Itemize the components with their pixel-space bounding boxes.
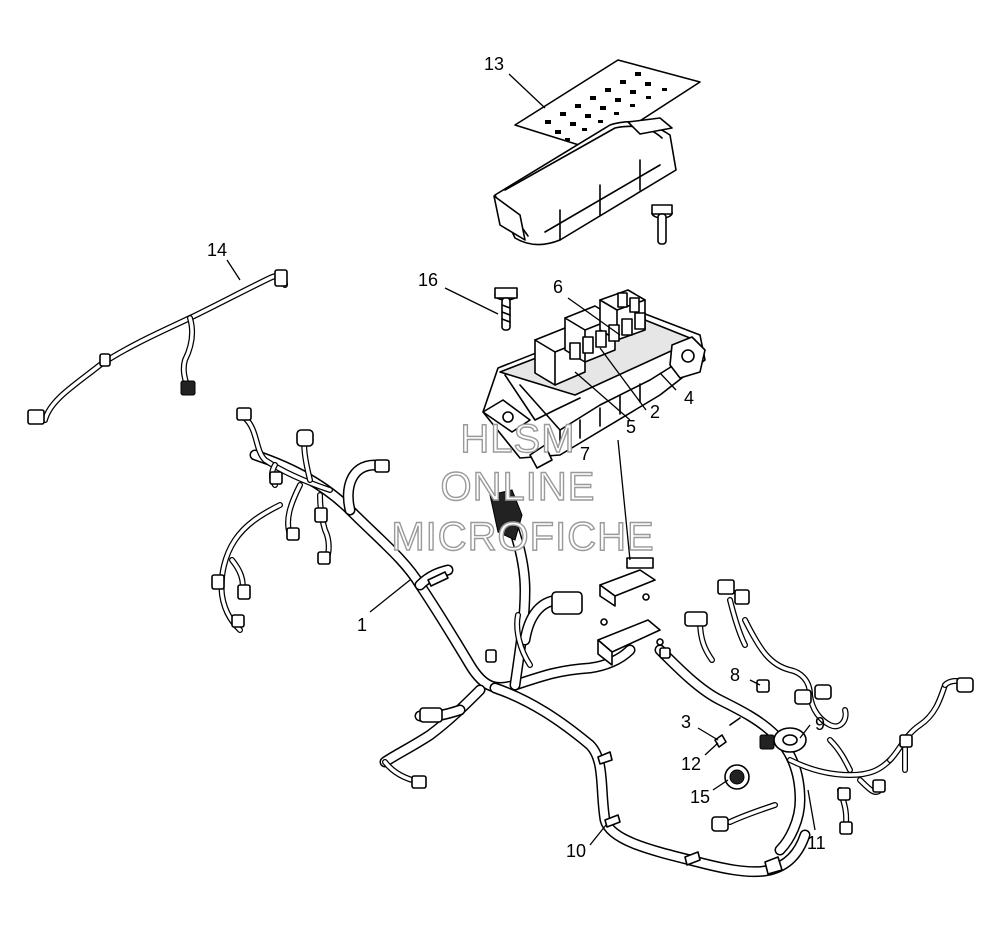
callout-10: 10 [566, 841, 586, 861]
callout-9: 9 [815, 714, 825, 734]
callout-8: 8 [730, 665, 740, 685]
callout-labels: 13 14 16 6 4 2 5 7 1 8 9 3 12 15 10 11 [207, 54, 826, 861]
callout-12: 12 [681, 754, 701, 774]
callout-3: 3 [681, 712, 691, 732]
callout-16: 16 [418, 270, 438, 290]
callout-6: 6 [553, 277, 563, 297]
callout-1: 1 [357, 615, 367, 635]
watermark-line-2: ONLINE [441, 465, 596, 509]
watermark-line-3: MICROFICHE [391, 515, 654, 559]
fuse-label-sheet [514, 59, 701, 151]
fuse-box-cover [493, 117, 677, 246]
callout-13: 13 [484, 54, 504, 74]
callout-14: 14 [207, 240, 227, 260]
callout-7: 7 [580, 444, 590, 464]
callout-5: 5 [626, 417, 636, 437]
harness-connectors [211, 407, 974, 875]
callout-4: 4 [684, 388, 694, 408]
watermark: HLSM ONLINE MICROFICHE [391, 416, 655, 559]
fuse-box-bolt [494, 287, 518, 331]
leader-lines [226, 73, 816, 846]
callout-2: 2 [650, 402, 660, 422]
callout-11: 11 [807, 833, 826, 853]
cover-bolt [651, 204, 673, 245]
fuse-box [482, 289, 706, 469]
upper-left-harness [27, 269, 288, 425]
watermark-line-1: HLSM [460, 417, 575, 461]
callout-15: 15 [690, 787, 710, 807]
